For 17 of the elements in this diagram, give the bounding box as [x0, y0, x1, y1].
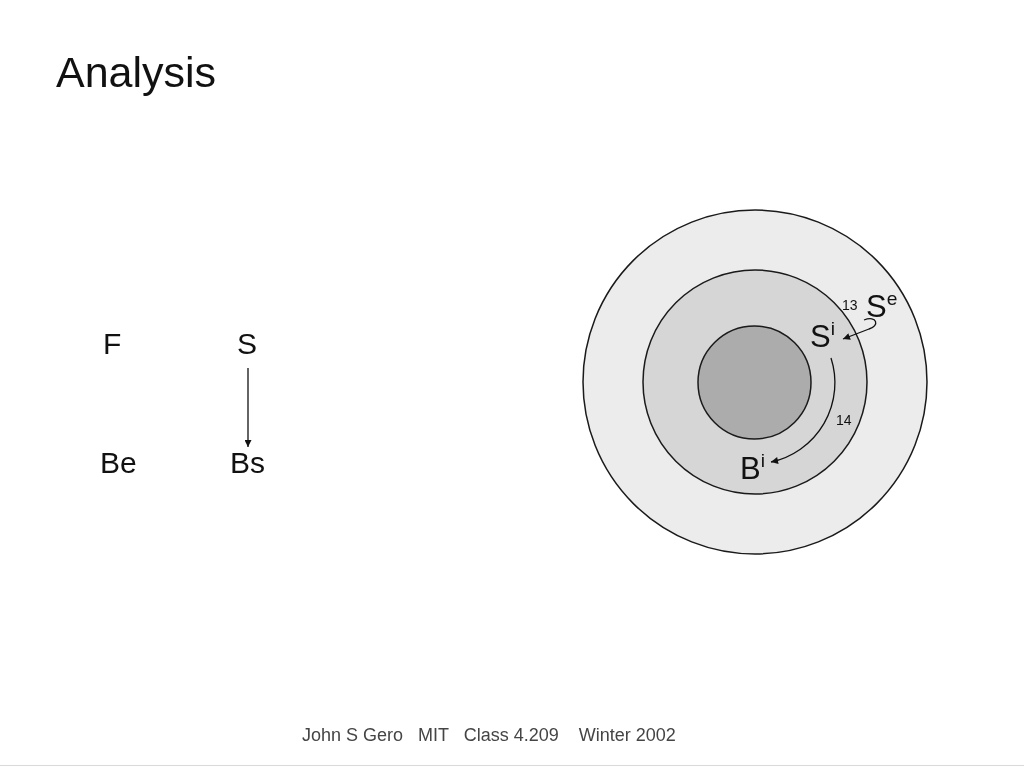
variable-label: S$^{e}$ — [866, 291, 898, 322]
outer-ring — [582, 209, 928, 555]
inner-disc — [697, 325, 812, 440]
arrow — [842, 318, 877, 340]
footer-text: John S Gero MIT Class 4.209 Winter 2002 — [302, 726, 676, 744]
variable-label: B$^{i}$ — [740, 453, 765, 484]
slide-title: Analysis — [56, 51, 217, 94]
variable-label: S — [237, 329, 257, 359]
edge-label: 14 — [836, 413, 852, 427]
arrow — [244, 367, 252, 448]
variable-label: Bs — [230, 448, 265, 478]
arrow — [770, 357, 836, 464]
middle-ring — [642, 269, 868, 495]
variable-label: Be — [100, 448, 137, 478]
edge-label: 13 — [842, 298, 858, 312]
variable-label: S$^{i}$ — [810, 321, 835, 352]
variable-label: F — [103, 329, 122, 359]
